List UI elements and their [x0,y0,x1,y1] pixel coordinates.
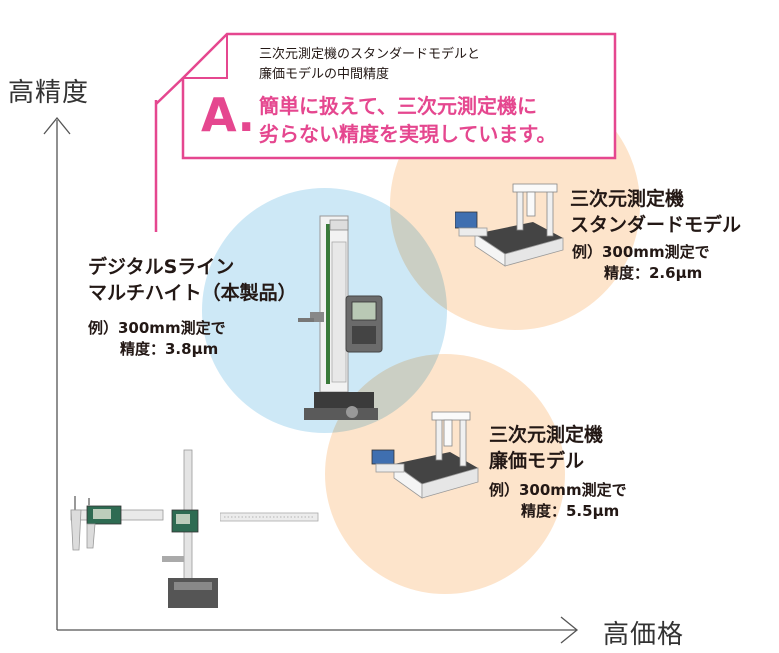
callout-answer-letter: A. [201,88,255,142]
callout-box: 三次元測定機のスタンダードモデルと 廉価モデルの中間精度 A. 簡単に扱えて、三… [181,32,617,160]
standard-cmm-spec-2: 精度：2.6µm [604,264,703,282]
standard-cmm-title-2: スタンダードモデル [570,214,742,236]
callout-corner [155,77,184,105]
callout-subtext-2: 廉価モデルの中間精度 [259,67,390,82]
callout-fold [183,34,228,79]
digital-multi-height-spec-2: 精度：3.8µm [120,340,219,358]
budget-cmm-title: 三次元測定機 廉価モデル [489,422,603,474]
budget-cmm-title-1: 三次元測定機 [489,424,604,446]
y-axis-label: 高精度 [8,78,90,108]
y-axis-arrow [43,116,71,135]
digital-multi-height-title: デジタルSライン マルチハイト（本製品） [88,254,297,306]
standard-cmm-spec-1: 例）300mm測定で [572,243,710,261]
callout-main-text-2: 劣らない精度を実現しています。 [259,122,557,146]
budget-cmm-spec: 例）300mm測定で 精度：5.5µm [489,480,627,522]
digital-caliper-image [70,496,164,551]
budget-cmm-spec-2: 精度：5.5µm [521,502,620,520]
digital-multi-height-title-2: マルチハイト（本製品） [88,282,297,304]
callout-main-text-1: 簡単に扱えて、三次元測定機に [259,94,537,118]
digital-multi-height-spec: 例）300mm測定で 精度：3.8µm [88,318,226,360]
steel-ruler-image [220,512,319,522]
standard-cmm-spec: 例）300mm測定で 精度：2.6µm [572,242,710,284]
digital-multi-height-title-1: デジタルSライン [88,256,235,278]
standard-cmm-image [455,183,564,267]
callout-frame [181,32,617,160]
callout-subtext-1: 三次元測定機のスタンダードモデルと [259,47,481,62]
height-gauge-image [162,449,218,608]
x-axis-label: 高価格 [603,620,685,650]
standard-cmm-title: 三次元測定機 スタンダードモデル [570,186,741,238]
digital-multi-height-spec-1: 例）300mm測定で [88,319,226,337]
budget-cmm-title-2: 廉価モデル [489,450,585,472]
budget-cmm-spec-1: 例）300mm測定で [489,481,627,499]
standard-cmm-title-1: 三次元測定機 [570,188,685,210]
x-axis-arrow [560,616,579,644]
budget-cmm-image [371,411,479,499]
digital-multi-height-image [298,215,383,420]
